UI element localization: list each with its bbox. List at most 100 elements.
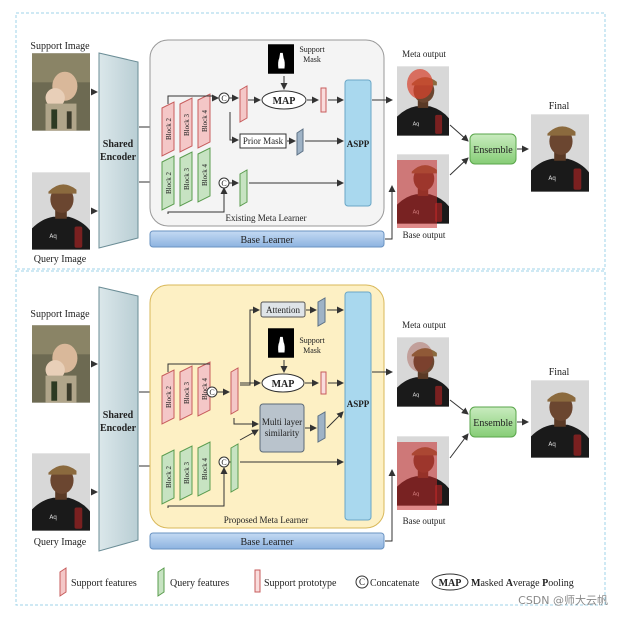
support-prototype-top — [320, 87, 327, 113]
base-learner-bottom — [149, 532, 385, 550]
meta-output-label: Meta output — [402, 49, 446, 59]
support-blocks-bottom: Block 2 Block 3 Block 4 — [161, 361, 211, 425]
query-feature-top — [239, 169, 248, 207]
legend: Support features Query features Support … — [59, 567, 574, 597]
attention-feature — [317, 297, 326, 327]
concat-symbol: C — [221, 458, 226, 467]
legend-query-features-swatch — [157, 567, 165, 597]
support-image-label: Support Image — [30, 309, 90, 320]
shared-encoder — [98, 286, 139, 552]
query-blocks-top: Block 2 Block 3 Block 4 — [161, 147, 211, 211]
base-learner-top — [149, 230, 385, 248]
block-3-support: Block 3 — [183, 382, 191, 404]
legend-concatenate: Concatenate — [370, 578, 420, 589]
bottom-panel: Support Image Query Image Shared Encoder… — [30, 284, 589, 552]
concat-symbol: C — [221, 94, 226, 103]
map-label: MAP — [273, 96, 296, 107]
ensemble-node-bottom — [469, 406, 517, 438]
multi-layer-label-2: similarity — [265, 428, 300, 438]
prior-mask-feature — [296, 128, 304, 156]
aspp-label: ASPP — [347, 139, 370, 149]
base-output-image — [397, 436, 449, 510]
encoder-label-2: Encoder — [100, 423, 137, 434]
meta-output-image — [397, 66, 449, 136]
existing-meta-learner-caption: Existing Meta Learner — [226, 213, 307, 223]
support-image — [32, 325, 90, 403]
map-node-bottom — [261, 373, 305, 393]
base-output-label: Base output — [403, 230, 446, 240]
support-mask-label-1: Support — [299, 45, 325, 54]
legend-map-badge — [431, 573, 469, 591]
meta-output-image — [397, 337, 449, 407]
legend-support-prototype-swatch — [254, 569, 261, 593]
legend-support-prototype: Support prototype — [264, 578, 337, 589]
support-image-label: Support Image — [30, 41, 90, 52]
base-output-label: Base output — [403, 516, 446, 526]
attention-label: Attention — [266, 305, 300, 315]
similarity-feature — [317, 411, 326, 443]
support-feature-top — [239, 85, 248, 123]
support-mask-bottom — [268, 328, 294, 358]
block-3-query: Block 3 — [183, 168, 191, 190]
query-image — [32, 172, 90, 250]
support-mask-top — [268, 44, 294, 74]
legend-query-features: Query features — [170, 578, 229, 589]
legend-concat-symbol: C — [359, 577, 365, 587]
aspp-block-bottom — [344, 291, 372, 521]
legend-concat-icon — [355, 575, 369, 589]
support-feature-bottom — [230, 367, 239, 415]
final-image-top — [531, 114, 589, 192]
watermark: CSDN @师大云帆 — [518, 593, 608, 607]
map-node-top — [261, 90, 307, 110]
query-image — [32, 453, 90, 531]
legend-map-badge-text: MAP — [439, 578, 462, 589]
ensemble-label: Ensemble — [473, 145, 513, 156]
aspp-label: ASPP — [347, 399, 370, 409]
block-4-support: Block 4 — [201, 378, 209, 400]
prior-mask-node — [239, 133, 287, 149]
support-mask-label-1: Support — [299, 336, 325, 345]
concat-symbol: C — [221, 179, 226, 188]
base-output-image — [397, 154, 449, 228]
support-mask-label-2: Mask — [303, 55, 321, 64]
final-image-bottom — [531, 380, 589, 458]
base-learner-label: Base Learner — [240, 235, 294, 246]
top-panel: Support Image Query Image Shared Encoder… — [30, 39, 589, 265]
encoder-label-1: Shared — [103, 410, 134, 421]
block-3-support: Block 3 — [183, 114, 191, 136]
concat-symbol: C — [209, 388, 214, 397]
proposed-meta-learner-caption: Proposed Meta Learner — [224, 515, 308, 525]
map-label: MAP — [272, 379, 295, 390]
block-3-query: Block 3 — [183, 462, 191, 484]
final-label: Final — [549, 367, 570, 378]
query-image-label: Query Image — [34, 537, 87, 548]
query-image-label: Query Image — [34, 254, 87, 265]
block-2-support: Block 2 — [165, 118, 173, 140]
block-2-support: Block 2 — [165, 386, 173, 408]
support-image — [32, 53, 90, 131]
encoder-label-1: Shared — [103, 139, 134, 150]
block-2-query: Block 2 — [165, 466, 173, 488]
support-prototype-bottom — [320, 371, 327, 395]
encoder-label-2: Encoder — [100, 152, 137, 163]
multi-layer-label-1: Multi layer — [262, 417, 302, 427]
multi-layer-similarity-node — [259, 403, 305, 453]
prior-mask-label: Prior Mask — [243, 136, 284, 146]
ensemble-label: Ensemble — [473, 418, 513, 429]
attention-node — [260, 301, 306, 318]
meta-output-label: Meta output — [402, 320, 446, 330]
legend-support-features: Support features — [71, 578, 137, 589]
block-4-query: Block 4 — [201, 458, 209, 480]
top-panel-frame — [15, 12, 606, 270]
block-4-query: Block 4 — [201, 164, 209, 186]
legend-support-features-swatch — [59, 567, 67, 597]
query-feature-bottom — [230, 443, 239, 493]
ensemble-node-top — [469, 133, 517, 165]
support-mask-label-2: Mask — [303, 346, 321, 355]
query-blocks-bottom: Block 2 Block 3 Block 4 — [161, 441, 211, 505]
block-4-support: Block 4 — [201, 110, 209, 132]
bottom-panel-frame — [15, 270, 606, 606]
legend-masked-average-pooling: Masked Average Pooling — [471, 578, 574, 589]
support-blocks-top: Block 2 Block 3 Block 4 — [161, 93, 211, 157]
